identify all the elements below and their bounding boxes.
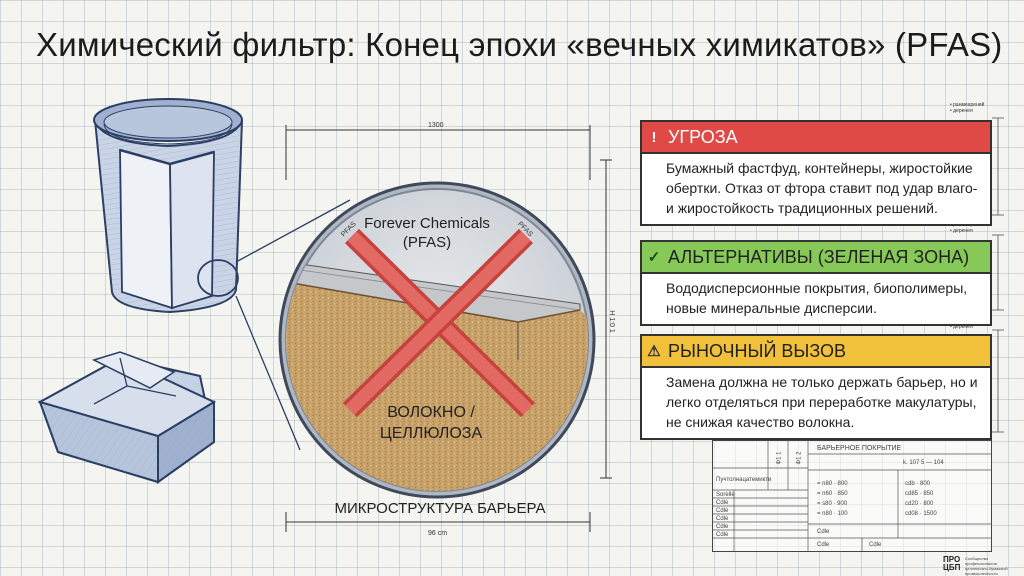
page-title: Химический фильтр: Конец эпохи «вечных х… [36,26,1003,63]
title-block-spec-7: cd85 · 850 [905,491,934,497]
title-block-col-c: Ф1 2 [796,451,803,465]
exclamation-icon: ! [651,128,657,146]
market-challenge-card: ⚠ РЫНОЧНЫЙ ВЫЗОВ Замена должна не только… [640,334,992,440]
threat-card-title: УГРОЗА [668,126,738,147]
title-block-col-a: Пучтолнацатемикти [716,477,772,483]
title-block-foot-3: Cdle [869,542,882,548]
dimension-lines [285,125,612,532]
logo-mark: ПРО ЦБП [943,555,961,572]
market-challenge-card-text: Замена должна не только держать барьер, … [666,374,978,430]
title-block-foot-2: Cdle [817,542,830,548]
market-challenge-card-title: РЫНОЧНЫЙ ВЫЗОВ [668,340,847,361]
title-block-row-6: Cdle [716,532,729,538]
title-block-grid [711,439,992,552]
title-block-spec-2: = n80 · 800 [817,481,848,487]
title-block-spec-5: = n80 · 100 [817,511,848,517]
title-block-row-2: Cdle [716,500,729,506]
alternatives-card-header: ✓ АЛЬТЕРНАТИВЫ (ЗЕЛЕНАЯ ЗОНА) [642,242,990,274]
diagram-caption: МИКРОСТРУКТУРА БАРЬЕРА [334,500,546,517]
market-challenge-card-header: ⚠ РЫНОЧНЫЙ ВЫЗОВ [642,336,990,368]
warning-triangle-icon: ⚠ [647,343,661,360]
pfas-label: Forever Chemicals (PFAS) [364,215,490,251]
alternatives-card-text: Вододисперсионные покрытия, биополимеры,… [666,280,968,316]
title-block-spec-8: cd20 · 800 [905,501,934,507]
dimension-bottom: 96 cm [428,530,448,537]
alternatives-card: ✓ АЛЬТЕРНАТИВЫ (ЗЕЛЕНАЯ ЗОНА) Вододиспер… [640,240,992,326]
title-block-spec-1: k. 107 5 — 104 [903,460,944,466]
threat-card-text: Бумажный фастфуд, контейнеры, жиростойки… [666,160,978,216]
title-block-spec-9: cd08 · 1500 [905,511,937,517]
title-block-row-5: Cdle [716,524,729,530]
title-block-col-b: Ф1 1 [776,451,783,465]
title-block-spec-3: = n60 · 850 [817,491,848,497]
threat-card: ! УГРОЗА Бумажный фастфуд, контейнеры, ж… [640,120,992,226]
magnifier-lens [278,181,596,499]
dimension-right: H 1:0 1 [607,310,615,333]
title-block-row-4: Cdle [716,516,729,522]
projection-line-bottom [235,295,301,451]
title-block-foot-1: Cdle [817,529,830,535]
fiber-label: ВОЛОКНО / ЦЕЛЛЮЛОЗА [379,404,483,442]
procbp-logo: ПРО ЦБП Сообщество профессионалов целлюл… [943,555,1018,576]
takeout-box-drawing [37,351,217,484]
checkmark-icon: ✓ [647,249,661,266]
alternatives-card-title: АЛЬТЕРНАТИВЫ (ЗЕЛЕНАЯ ЗОНА) [668,246,970,267]
margin-ticks [992,117,1004,433]
threat-card-header: ! УГРОЗА [642,122,990,154]
title-block-spec-6: cdb · 800 [905,481,931,487]
pfas-cross-icon [342,228,536,418]
logo-text: Сообщество профессионалов целлюлозно-бум… [965,556,1008,576]
projection-line-top [235,199,351,263]
title-block-spec-4: = s80 · 900 [817,501,848,507]
paper-cup-drawing [93,98,243,314]
title-block-header: БАРЬЕРНОЕ ПОКРЫТИЕ [817,445,902,452]
drawing-title-block: БАРЬЕРНОЕ ПОКРЫТИЕ Пучтолнацатемикти Ф1 … [711,439,992,552]
title-block-row-1: Sorelle [716,492,735,498]
dimension-top: 1300 [428,122,444,129]
title-block-row-3: Cdle [716,508,729,514]
margin-note-1: • ранмеарений • деренея [950,102,985,114]
